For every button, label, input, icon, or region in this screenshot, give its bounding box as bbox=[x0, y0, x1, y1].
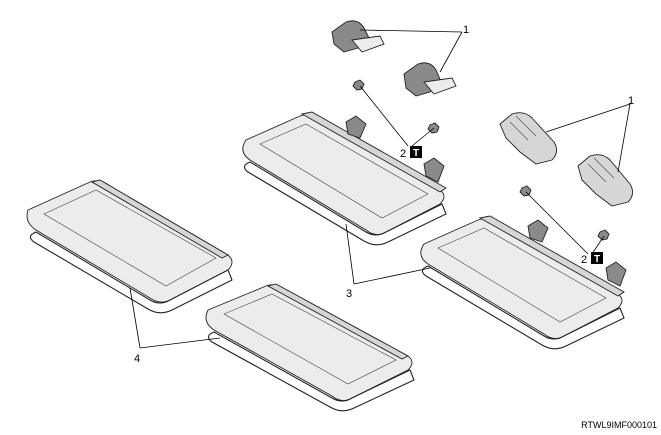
armrest-assembly-upper bbox=[242, 111, 447, 246]
hinge-cover-upper-2 bbox=[403, 62, 457, 97]
armrest-pad-left bbox=[26, 179, 233, 314]
armrest-assembly-lower bbox=[420, 215, 627, 350]
torque-icon-upper: T bbox=[410, 146, 422, 159]
callout-1-upper: 1 bbox=[463, 24, 469, 36]
callout-4: 4 bbox=[134, 353, 140, 365]
hinge-cover-right-2 bbox=[577, 154, 633, 207]
hinge-cover-upper-1 bbox=[331, 20, 385, 53]
hinge-cover-right-1 bbox=[499, 112, 557, 165]
svg-text:T: T bbox=[413, 148, 419, 159]
nut-lower-2 bbox=[597, 229, 610, 241]
reference-code: RTWL9IMF000101 bbox=[581, 420, 657, 430]
nut-lower-1 bbox=[519, 185, 532, 197]
callout-2-lower: 2 bbox=[581, 254, 587, 266]
armrest-pad-center bbox=[205, 283, 415, 412]
callout-1-right: 1 bbox=[628, 95, 634, 107]
leader-lines bbox=[129, 29, 631, 349]
svg-text:T: T bbox=[594, 254, 600, 265]
callout-2-upper: 2 bbox=[400, 148, 406, 160]
torque-icon-lower: T bbox=[591, 252, 603, 265]
callout-3: 3 bbox=[346, 288, 352, 300]
